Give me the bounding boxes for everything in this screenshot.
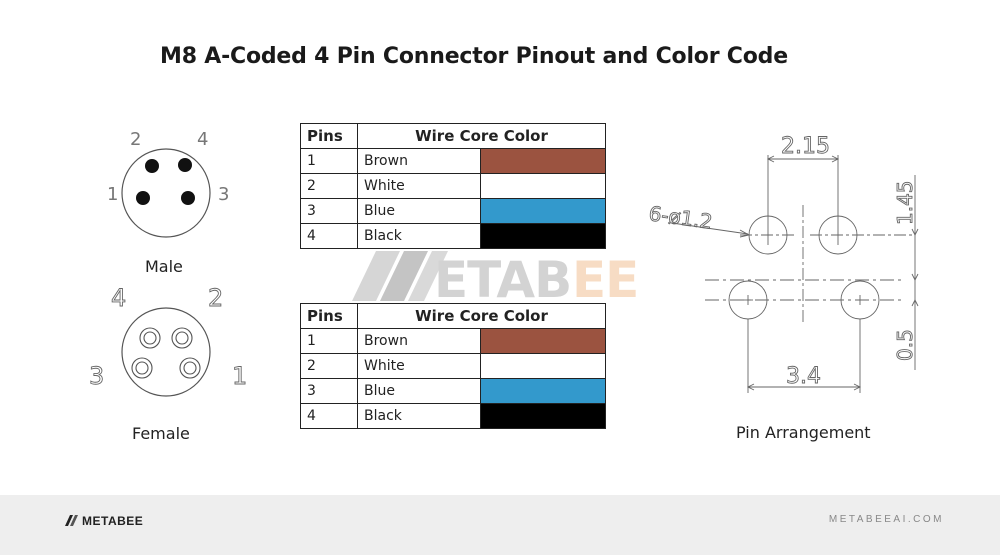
- table-row: 4 Black: [300, 403, 606, 429]
- female-pin-num-3: 3: [89, 362, 104, 390]
- female-pin-4: [139, 327, 161, 349]
- female-label: Female: [132, 424, 190, 443]
- color-name: Black: [357, 403, 481, 429]
- table-row: 4 Black: [300, 223, 606, 249]
- color-swatch: [480, 378, 606, 404]
- header-pins: Pins: [300, 123, 358, 149]
- dim-right-0-5: 0.5: [893, 329, 917, 361]
- header-wire-core-color: Wire Core Color: [357, 303, 606, 329]
- male-pin-num-2: 2: [130, 129, 141, 150]
- header-pins: Pins: [300, 303, 358, 329]
- color-swatch: [480, 328, 606, 354]
- pin-color-table-2: Pins Wire Core Color 1 Brown 2 White 3 B…: [300, 303, 606, 429]
- metabee-watermark: ETAB EE: [352, 251, 639, 305]
- color-name: Brown: [357, 328, 481, 354]
- male-pin-3: [181, 191, 195, 205]
- footer-logo: METABEE: [65, 514, 143, 528]
- color-name: White: [357, 173, 481, 199]
- female-pin-3: [131, 357, 153, 379]
- pin-color-table-1: Pins Wire Core Color 1 Brown 2 White 3 B…: [300, 123, 606, 249]
- color-swatch: [480, 148, 606, 174]
- color-name: Brown: [357, 148, 481, 174]
- pin-number: 1: [300, 148, 358, 174]
- pin-arrangement-label: Pin Arrangement: [736, 423, 871, 442]
- female-pin-2: [171, 327, 193, 349]
- pin-number: 4: [300, 403, 358, 429]
- table-row: 2 White: [300, 173, 606, 199]
- male-connector-diagram: 2 4 1 3: [107, 129, 229, 238]
- color-swatch: [480, 403, 606, 429]
- table-row: 1 Brown: [300, 328, 606, 354]
- color-name: Blue: [357, 198, 481, 224]
- table-row: 3 Blue: [300, 198, 606, 224]
- color-name: White: [357, 353, 481, 379]
- color-swatch: [480, 223, 606, 249]
- female-pin-num-1: 1: [232, 362, 247, 390]
- female-pin-num-2: 2: [208, 284, 223, 312]
- male-pin-4: [178, 158, 192, 172]
- page-title: M8 A-Coded 4 Pin Connector Pinout and Co…: [160, 44, 788, 69]
- table-row: 1 Brown: [300, 148, 606, 174]
- footer-logo-text: METABEE: [82, 514, 144, 528]
- svg-text:EE: EE: [572, 251, 638, 305]
- color-name: Blue: [357, 378, 481, 404]
- male-pin-num-1: 1: [107, 184, 118, 205]
- male-pin-2: [145, 159, 159, 173]
- dim-hole-diameter: 6-ø1.2: [647, 201, 714, 234]
- svg-text:ETAB: ETAB: [434, 251, 571, 305]
- pin-number: 3: [300, 198, 358, 224]
- male-label: Male: [145, 257, 183, 276]
- color-swatch: [480, 173, 606, 199]
- pin-arrangement-drawing: 2.15 6-ø1.2 1.45 0.5 3.4: [647, 134, 919, 393]
- pin-number: 1: [300, 328, 358, 354]
- color-swatch: [480, 353, 606, 379]
- table-row: 2 White: [300, 353, 606, 379]
- footer-site-link[interactable]: METABEEAI.COM: [828, 514, 944, 525]
- female-pin-num-4: 4: [111, 284, 126, 312]
- footer-bar: [0, 495, 1000, 555]
- header-wire-core-color: Wire Core Color: [357, 123, 606, 149]
- pin-number: 2: [300, 173, 358, 199]
- color-swatch: [480, 198, 606, 224]
- pin-number: 4: [300, 223, 358, 249]
- dim-bottom-3-4: 3.4: [786, 364, 821, 389]
- metabee-logo-icon: [65, 515, 78, 526]
- male-pin-1: [136, 191, 150, 205]
- pin-number: 2: [300, 353, 358, 379]
- male-pin-num-4: 4: [197, 129, 208, 150]
- dim-right-1-45: 1.45: [893, 180, 917, 225]
- table-row: 3 Blue: [300, 378, 606, 404]
- dim-top-2-15: 2.15: [781, 134, 830, 159]
- male-pin-num-3: 3: [218, 184, 229, 205]
- female-pin-1: [179, 357, 201, 379]
- female-connector-diagram: 4 2 3 1: [89, 284, 248, 397]
- pin-number: 3: [300, 378, 358, 404]
